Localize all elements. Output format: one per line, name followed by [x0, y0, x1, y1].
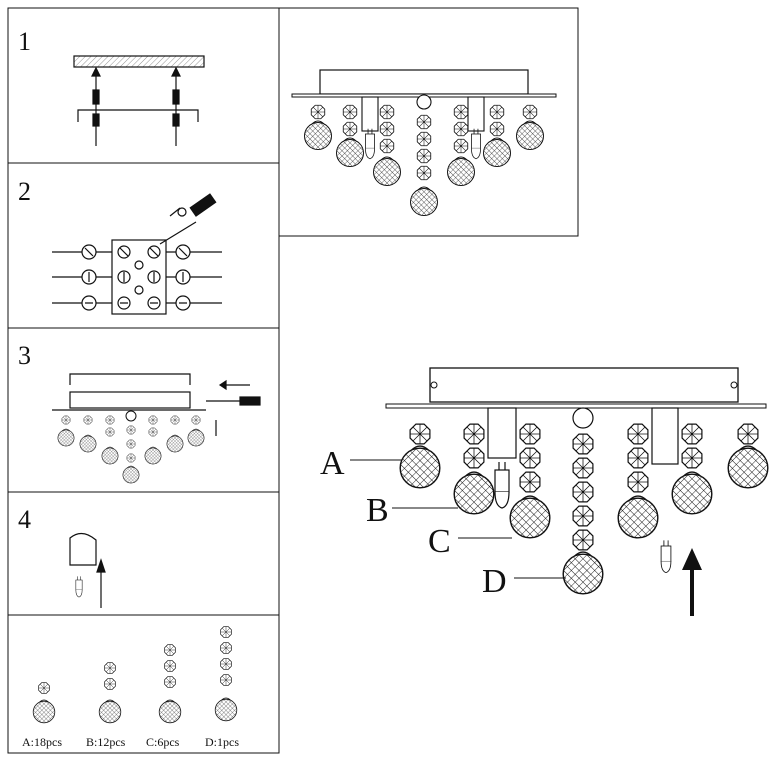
- parts-legend: [32, 626, 238, 724]
- callout-c: C: [428, 523, 451, 560]
- step-2-number: 2: [18, 177, 31, 206]
- step-4-bulb-insert: [69, 532, 106, 608]
- step-3-mini-chandelier: [57, 410, 205, 484]
- callout-d: D: [482, 563, 507, 600]
- step-1-number: 1: [18, 27, 31, 56]
- callout-b: B: [366, 492, 389, 529]
- step-3-fixture-attach: [52, 373, 261, 436]
- legend-label-c: C:6pcs: [146, 735, 180, 749]
- step-2-wiring: [52, 193, 222, 315]
- legend-label-d: D:1pcs: [205, 735, 239, 749]
- step-1-mounting-bracket: [73, 55, 205, 146]
- legend-label-b: B:12pcs: [86, 735, 126, 749]
- panel-frames: [7, 7, 579, 754]
- callout-a: A: [320, 445, 345, 482]
- assembled-chandelier-small: [291, 69, 557, 216]
- assembled-chandelier-large: [385, 367, 769, 616]
- step-4-number: 4: [18, 505, 31, 534]
- legend-label-a: A:18pcs: [22, 735, 62, 749]
- step-4-bulb-icon: [75, 576, 83, 598]
- callout-leaders: [350, 459, 566, 579]
- step-3-number: 3: [18, 341, 31, 370]
